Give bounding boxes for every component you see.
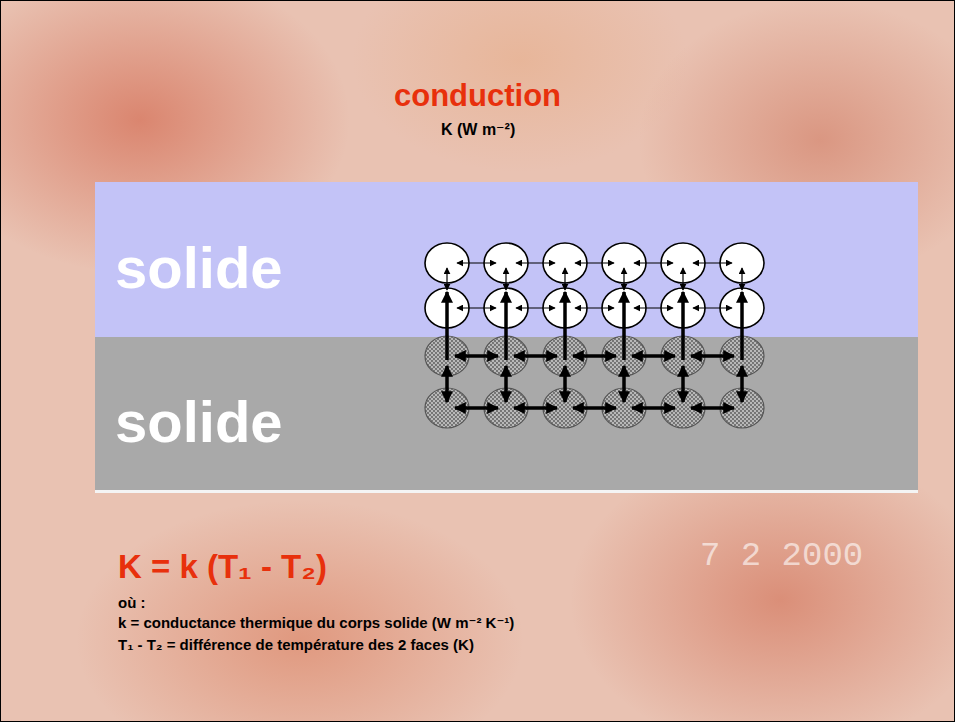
thick-up-arrows xyxy=(447,292,742,360)
definition-text: T₁ - T₂ = différence de température des … xyxy=(118,636,474,653)
formula: K = k (T₁ - T₂) xyxy=(118,548,327,586)
white-molecules xyxy=(425,243,764,328)
date-watermark: 7 2 2000 xyxy=(700,537,863,575)
definition-text: k = conductance thermique du corps solid… xyxy=(118,614,514,632)
note-text: où : xyxy=(118,594,146,611)
grey-molecules xyxy=(425,336,764,428)
band-underline xyxy=(95,490,918,493)
band-label: solide xyxy=(115,239,283,297)
thin-arrows xyxy=(447,263,742,308)
unit-label: K (W m⁻²) xyxy=(441,120,515,139)
slide-title: conduction xyxy=(394,78,561,114)
thick-arrows xyxy=(447,356,742,408)
band-label: solide xyxy=(115,393,283,451)
